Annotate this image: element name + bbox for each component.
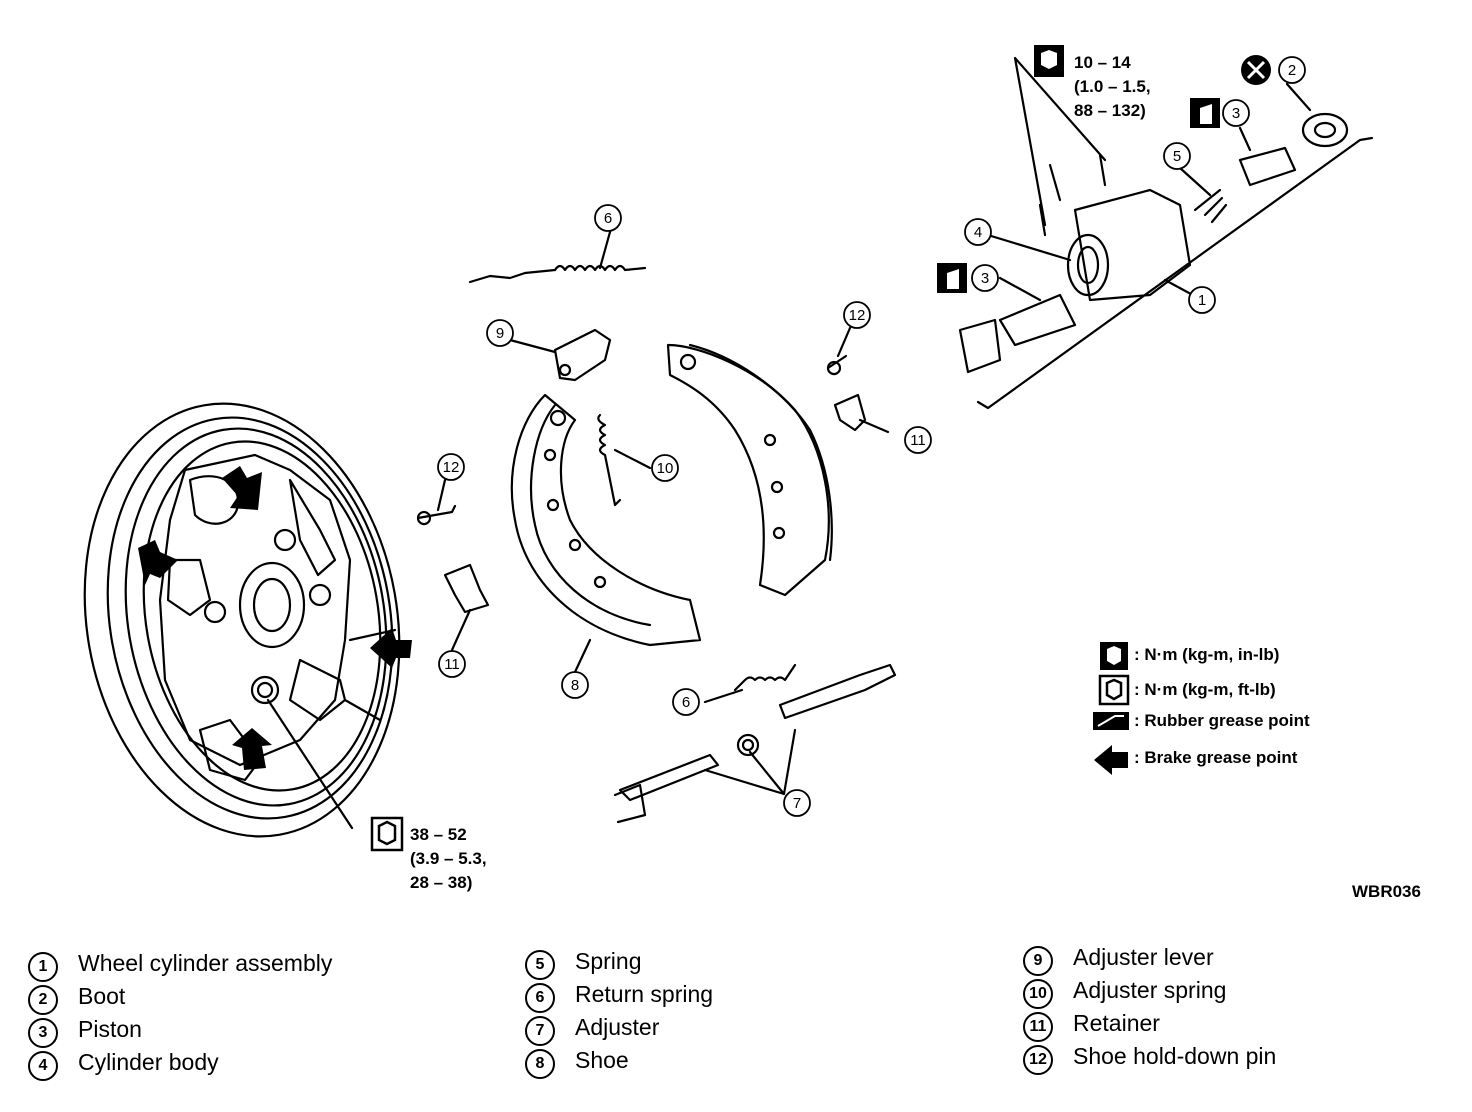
hold-down-pin-right (826, 354, 848, 376)
torque-value-line3: 28 – 38) (410, 873, 472, 892)
return-spring-lower (733, 663, 797, 692)
wheel-cylinder-assembly (958, 112, 1349, 374)
hold-down-pin-left (416, 504, 457, 526)
brake-shoe-left (510, 393, 702, 647)
brake-shoe-right (666, 343, 833, 597)
torque-value-line2: (3.9 – 5.3, (410, 849, 487, 868)
adjuster-spring (597, 413, 622, 507)
callout-2: 2 (1288, 62, 1296, 79)
return-spring-top (468, 264, 647, 284)
adjuster-rod-lower (618, 753, 720, 802)
adjuster-rod-upper (778, 663, 897, 720)
callout-10: 10 (657, 460, 674, 477)
retainer-left (443, 563, 490, 614)
brake-grease-arrow-icon (138, 466, 412, 770)
callout-11: 11 (444, 656, 460, 673)
retainer-right (833, 393, 867, 432)
callout-5: 5 (1173, 148, 1181, 165)
rubber-grease-icon (937, 98, 1220, 293)
key-icons (1093, 642, 1130, 775)
callout-6: 6 (604, 210, 612, 227)
callout-11: 11 (910, 432, 926, 449)
callout-7: 7 (793, 795, 801, 812)
torque-ftlb-icon (370, 816, 404, 852)
key-rubber-grease: : Rubber grease point (1134, 711, 1310, 730)
figure-code: WBR036 (1352, 882, 1421, 901)
torque-value-line3: 88 – 132) (1074, 101, 1146, 120)
torque-inlb-icon (1034, 45, 1064, 77)
torque-value-line1: 38 – 52 (410, 825, 467, 844)
torque-value-line2: (1.0 – 1.5, (1074, 77, 1151, 96)
callout-12: 12 (849, 307, 866, 324)
callout-3: 3 (1232, 105, 1240, 122)
callout-4: 4 (974, 224, 982, 241)
callout-9: 9 (496, 325, 504, 342)
replace-part-icon (1241, 55, 1271, 85)
key-nm-ftlb: : N·m (kg-m, ft-lb) (1134, 680, 1276, 699)
back-plate (83, 402, 401, 838)
wheel-cylinder-bracket (976, 136, 1374, 410)
callout-12: 12 (443, 459, 460, 476)
adjuster-lever (553, 328, 612, 382)
callout-8: 8 (571, 677, 579, 694)
callout-1: 1 (1198, 292, 1206, 309)
torque-value-line1: 10 – 14 (1074, 53, 1131, 72)
key-nm-inlb: : N·m (kg-m, in-lb) (1134, 645, 1280, 664)
callout-3: 3 (981, 270, 989, 287)
callouts (437, 56, 1306, 817)
callout-6: 6 (682, 694, 690, 711)
key-brake-grease: : Brake grease point (1134, 748, 1298, 767)
